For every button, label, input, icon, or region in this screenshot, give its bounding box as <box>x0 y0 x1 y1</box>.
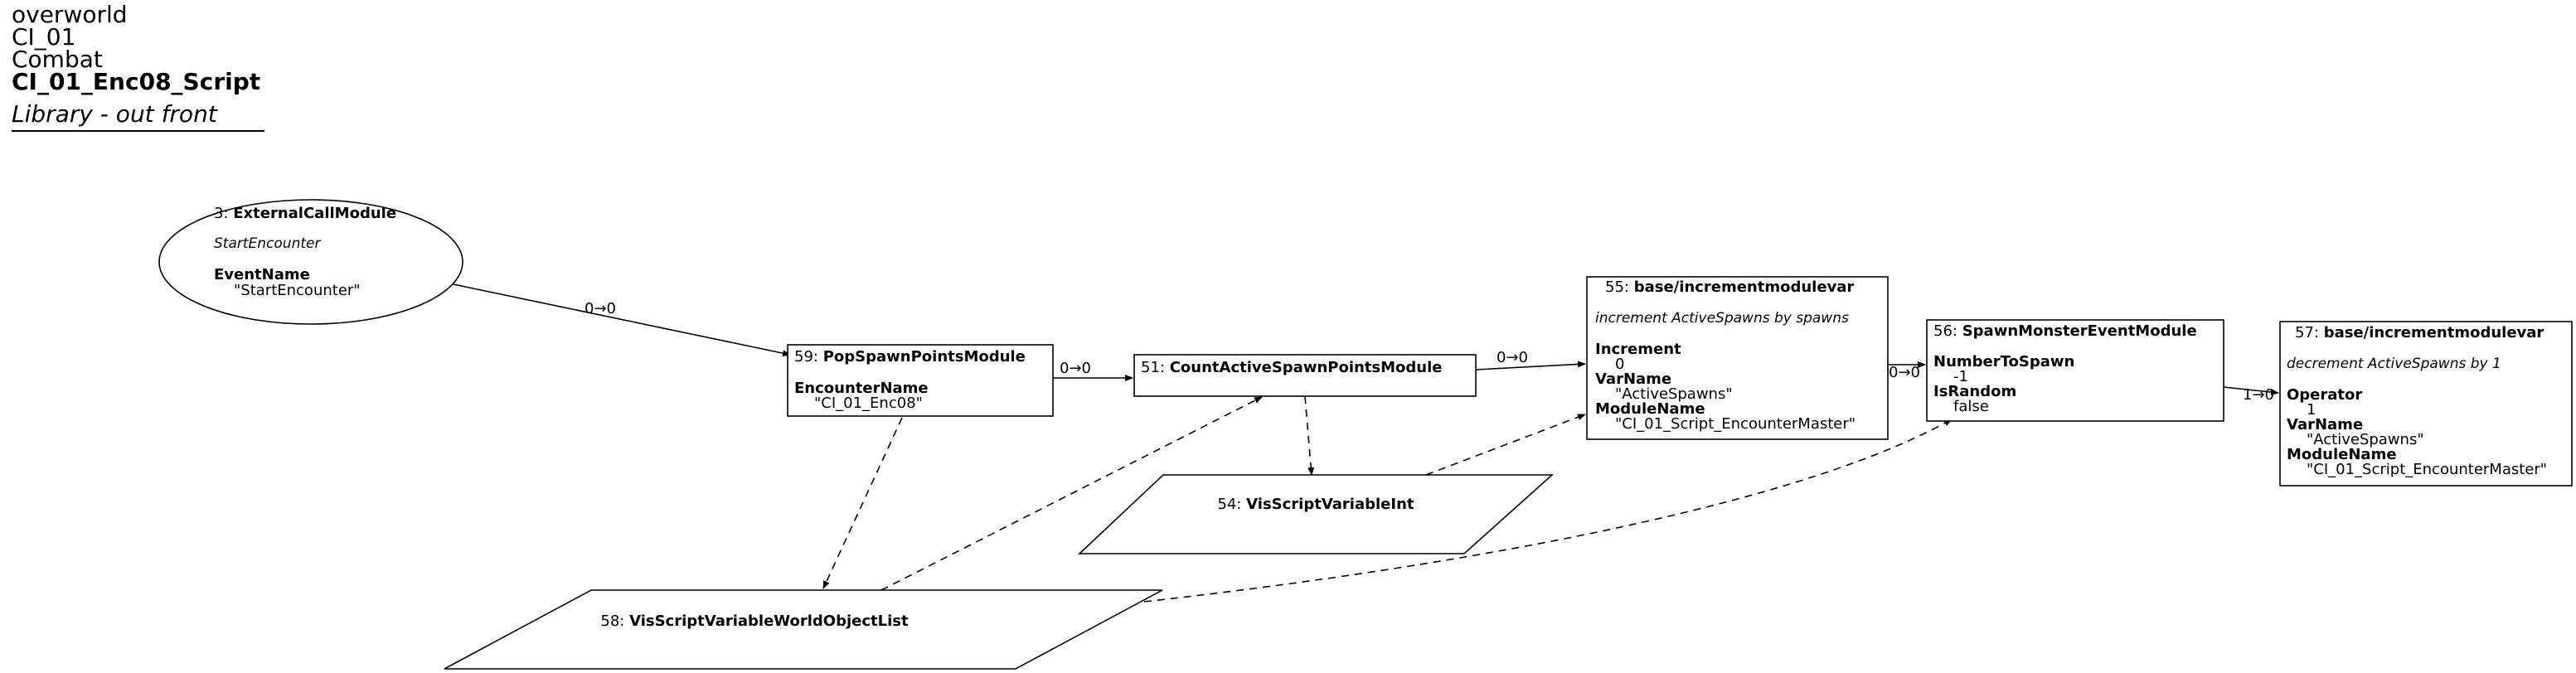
level-label: CI_01 <box>12 23 76 51</box>
svg-text:59: PopSpawnPointsModule: 59: PopSpawnPointsModule <box>794 348 1026 366</box>
node-type: VisScriptVariableWorldObjectList <box>629 612 909 630</box>
edge-55-to-56: 0→0 <box>1888 361 1926 381</box>
edge-59-to-58 <box>822 417 903 589</box>
edge-58-to-51 <box>880 396 1263 591</box>
edge-label: 0→0 <box>1889 364 1920 381</box>
variable-edges <box>822 395 1953 603</box>
prop-name: VarName <box>2287 416 2363 433</box>
node-id: 3: <box>214 205 233 222</box>
prop-value: "ActiveSpawns" <box>2307 431 2424 448</box>
world-label: overworld <box>12 1 128 28</box>
prop-name: Increment <box>1595 341 1681 358</box>
prop-name: Operator <box>2287 386 2362 404</box>
prop-name: IsRandom <box>1933 383 2016 400</box>
svg-text:58: VisScriptVariableWorldObje: 58: VisScriptVariableWorldObjectList <box>600 612 909 630</box>
edge-3-to-59: 0→0 <box>449 283 791 357</box>
prop-name: ModuleName <box>2287 446 2397 463</box>
edge-51-to-54 <box>1304 395 1315 476</box>
node-type: base/incrementmodulevar <box>1634 278 1855 296</box>
prop-name: ModuleName <box>1595 400 1705 418</box>
node-comment: increment ActiveSpawns by spawns <box>1595 310 1849 327</box>
node-count-active-spawn-points-module[interactable]: 51: CountActiveSpawnPointsModule <box>1133 354 1477 397</box>
svg-text:51: CountActiveSpawnPointsModu: 51: CountActiveSpawnPointsModule <box>1141 359 1442 376</box>
svg-text:56: SpawnMonsterEventModule: 56: SpawnMonsterEventModule <box>1933 322 2197 340</box>
node-type: VisScriptVariableInt <box>1246 496 1414 513</box>
prop-value: 0 <box>1615 356 1624 373</box>
node-pop-spawn-points-module[interactable]: 59: PopSpawnPointsModule EncounterName "… <box>787 344 1054 417</box>
node-type: SpawnMonsterEventModule <box>1962 322 2197 340</box>
edge-label: 0→0 <box>585 300 616 317</box>
prop-value: 1 <box>2307 401 2316 419</box>
svg-text:54: VisScriptVariableInt: 54: VisScriptVariableInt <box>1217 496 1414 513</box>
node-type: PopSpawnPointsModule <box>823 348 1026 366</box>
edge-51-to-55: 0→0 <box>1475 349 1586 370</box>
node-type: CountActiveSpawnPointsModule <box>1170 359 1443 376</box>
node-id: 58: <box>600 612 629 630</box>
prop-name: VarName <box>1595 370 1671 388</box>
node-increment-module-var[interactable]: 55: base/incrementmodulevar increment Ac… <box>1586 276 1889 440</box>
svg-text:57: base/incrementmodulevar: 57: base/incrementmodulevar <box>2295 324 2544 341</box>
prop-name: EncounterName <box>794 380 929 397</box>
node-external-call-module[interactable]: 3: ExternalCallModule StartEncounter Eve… <box>158 199 463 325</box>
node-id: 56: <box>1933 322 1962 340</box>
prop-name: NumberToSpawn <box>1933 353 2074 370</box>
node-comment: StartEncounter <box>214 235 321 252</box>
node-id: 55: <box>1605 278 1634 296</box>
script-title: CI_01_Enc08_Script <box>12 68 261 95</box>
svg-text:55: base/incrementmodulevar: 55: base/incrementmodulevar <box>1605 278 1854 296</box>
node-vis-script-variable-int[interactable]: 54: VisScriptVariableInt <box>1077 474 1555 554</box>
node-decrement-module-var[interactable]: 57: base/incrementmodulevar decrement Ac… <box>2279 321 2573 487</box>
prop-value: -1 <box>1953 368 1968 385</box>
edge-56-to-57: 1→0 <box>2223 386 2279 404</box>
prop-value: "ActiveSpawns" <box>1615 385 1733 403</box>
graph-header: overworld CI_01 Combat CI_01_Enc08_Scrip… <box>12 3 264 132</box>
location-label: Library - out front <box>12 100 217 128</box>
prop-value: "CI_01_Script_EncounterMaster" <box>1615 415 1856 433</box>
edge-label: 1→0 <box>2243 386 2274 404</box>
node-id: 59: <box>794 348 823 366</box>
node-id: 57: <box>2295 324 2324 341</box>
svg-text:3: ExternalCallModule: 3: ExternalCallModule <box>214 205 396 222</box>
edge-59-to-51: 0→0 <box>1053 360 1133 381</box>
node-type: base/incrementmodulevar <box>2324 324 2544 341</box>
node-type: ExternalCallModule <box>233 205 396 222</box>
edge-58-to-56 <box>1143 419 1953 603</box>
node-spawn-monster-event-module[interactable]: 56: SpawnMonsterEventModule NumberToSpaw… <box>1926 319 2224 422</box>
node-vis-script-variable-world-object-list[interactable]: 58: VisScriptVariableWorldObjectList <box>444 589 1163 670</box>
edge-label: 0→0 <box>1060 360 1091 377</box>
node-id: 51: <box>1141 359 1170 376</box>
prop-name: EventName <box>214 266 310 283</box>
prop-value: false <box>1953 398 1989 415</box>
edge-54-to-55 <box>1425 414 1586 476</box>
category-label: Combat <box>12 46 103 73</box>
node-id: 54: <box>1217 496 1246 513</box>
header-divider <box>12 130 264 132</box>
prop-value: "StartEncounter" <box>234 282 361 299</box>
prop-value: "CI_01_Enc08" <box>814 395 923 412</box>
node-comment: decrement ActiveSpawns by 1 <box>2287 356 2501 372</box>
prop-value: "CI_01_Script_EncounterMaster" <box>2307 461 2547 478</box>
edge-label: 0→0 <box>1497 349 1528 366</box>
